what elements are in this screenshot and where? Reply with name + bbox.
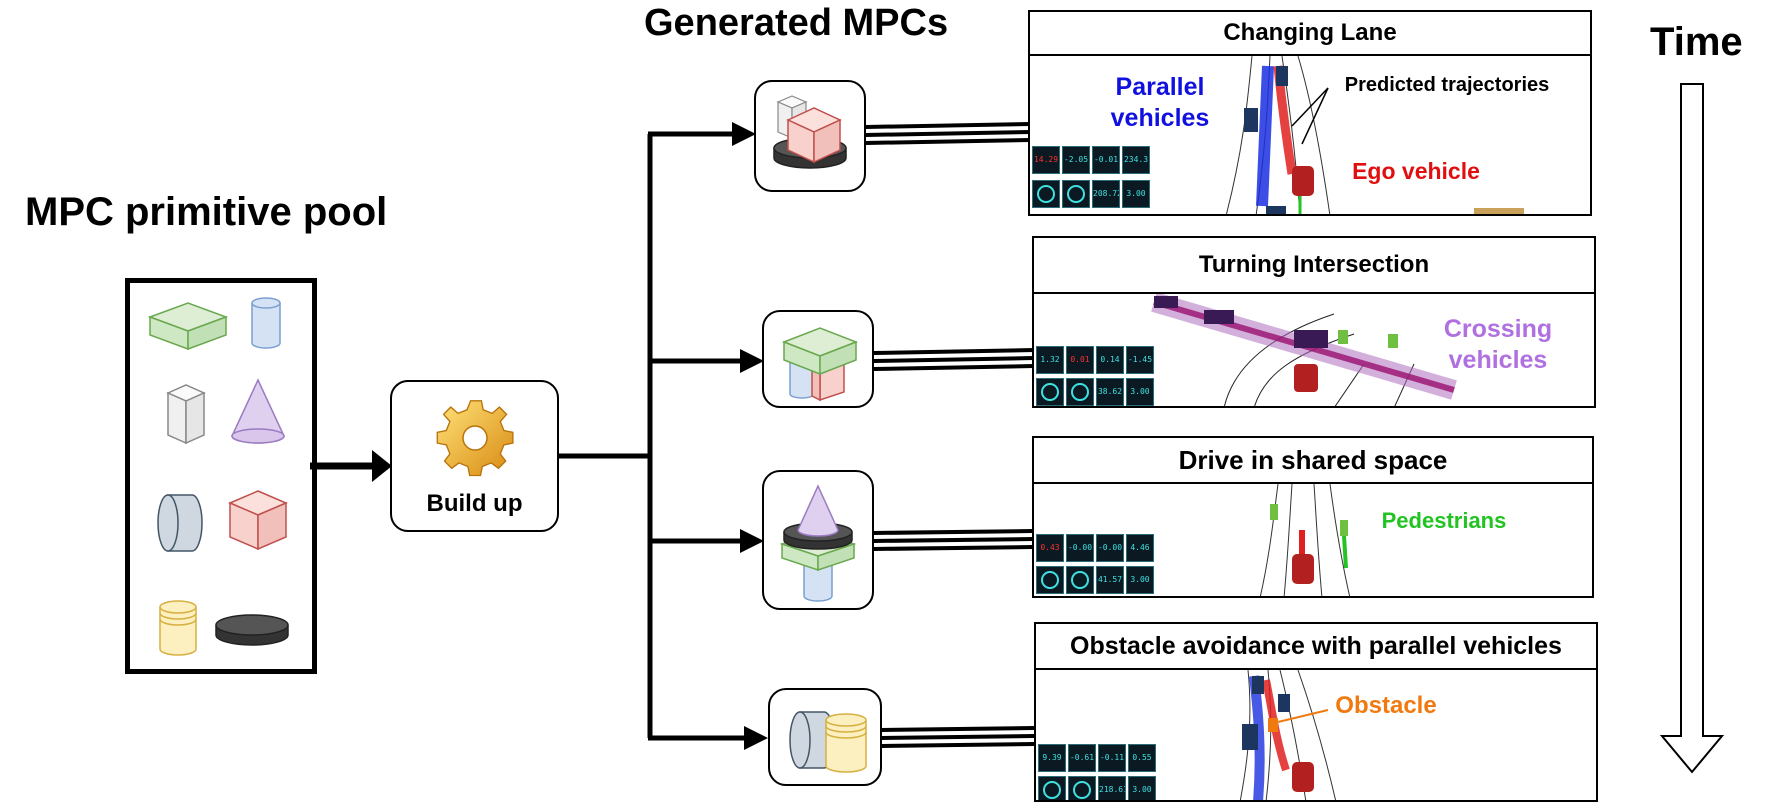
generated-mpcs-title: Generated MPCs <box>644 2 949 44</box>
tile-value: -0.61 <box>1068 744 1096 772</box>
green-box-primitive <box>147 302 229 351</box>
time-arrow <box>1659 83 1725 774</box>
tile-value: 3.00 <box>1126 378 1154 406</box>
generated-mpc-1 <box>754 80 866 192</box>
tile-value: 41.57 <box>1096 566 1124 594</box>
tile-value: 4.46 <box>1126 534 1154 562</box>
tile-value: 38.62 <box>1096 378 1124 406</box>
gear-icon <box>436 400 514 477</box>
generated-mpc-3 <box>762 470 874 610</box>
obstacle-label: Obstacle <box>1335 692 1437 719</box>
tile-value: -0.00 <box>1066 534 1094 562</box>
gauge-tile <box>1036 378 1064 406</box>
gauge-tile <box>1032 180 1060 208</box>
tile-value: -0.00 <box>1096 534 1124 562</box>
primitive-shapes <box>147 297 289 656</box>
tile-value: 234.3 <box>1122 146 1150 174</box>
grey-cylinder-primitive <box>157 494 203 552</box>
scenario-panel-changing-lane: Changing Lane Parallel vehicles Predicte… <box>1028 10 1592 216</box>
blue-cylinder-primitive <box>251 297 281 349</box>
pool-title: MPC primitive pool <box>25 190 388 234</box>
mpc-3-composite-icon <box>779 484 857 602</box>
gauge-tile <box>1066 378 1094 406</box>
obstacle-avoidance-scene <box>1239 670 1337 800</box>
scenario-panel-turning-intersection: Turning Intersection Crossing vehicles 1… <box>1032 236 1596 408</box>
gauge-tile <box>1066 566 1094 594</box>
tile-value: 218.61 <box>1098 776 1126 800</box>
tile-value: 1.32 <box>1036 346 1064 374</box>
time-label: Time <box>1650 20 1743 64</box>
generated-mpc-2 <box>762 310 874 408</box>
changing-lane-scene <box>1225 56 1524 214</box>
turning-intersection-scene <box>1151 294 1457 406</box>
predicted-trajectories-label: Predicted trajectories <box>1344 74 1550 96</box>
crossing-vehicles-label: Crossing vehicles <box>1443 315 1553 374</box>
panel-title: Turning Intersection <box>1034 238 1594 294</box>
tile-value: -0.11 <box>1098 744 1126 772</box>
primitive-pool-box <box>125 278 317 674</box>
panel-title: Obstacle avoidance with parallel vehicle… <box>1036 624 1596 670</box>
shared-space-scene <box>1259 484 1351 596</box>
tile-value: 3.00 <box>1126 566 1154 594</box>
tile-value: 0.55 <box>1128 744 1156 772</box>
ego-vehicle-label: Ego vehicle <box>1352 158 1480 184</box>
tile-value: 9.39 <box>1038 744 1066 772</box>
pedestrians-label: Pedestrians <box>1381 508 1507 533</box>
mpc-1-composite-icon <box>773 95 847 169</box>
white-cube-primitive <box>166 384 206 445</box>
build-up-block: Build up <box>390 380 559 532</box>
tile-value: 0.14 <box>1096 346 1124 374</box>
dark-disk-primitive <box>215 614 289 646</box>
gauge-tile <box>1036 566 1064 594</box>
tile-value: 3.00 <box>1122 180 1150 208</box>
scenario-panel-shared-space: Drive in shared space Pedestrians 0.43 -… <box>1032 436 1594 598</box>
parallel-vehicles-label: Parallel vehicles <box>1110 73 1210 132</box>
scenario-panel-obstacle-avoidance: Obstacle avoidance with parallel vehicle… <box>1034 622 1598 802</box>
tile-value: 208.72 <box>1092 180 1120 208</box>
purple-cone-primitive <box>231 378 285 444</box>
yellow-cylinder-primitive <box>159 600 197 656</box>
panel-title: Drive in shared space <box>1034 438 1592 484</box>
build-up-label: Build up <box>426 490 523 517</box>
red-cube-primitive <box>228 490 288 551</box>
tile-value: -1.45 <box>1126 346 1154 374</box>
tile-value: 0.43 <box>1036 534 1064 562</box>
tile-value: 3.00 <box>1128 776 1156 800</box>
mpc-2-composite-icon <box>781 327 859 402</box>
gauge-tile <box>1068 776 1096 800</box>
panel-title: Changing Lane <box>1030 12 1590 56</box>
tile-value: -0.01 <box>1092 146 1120 174</box>
tile-value: 14.29 <box>1032 146 1060 174</box>
tile-value: -2.05 <box>1062 146 1090 174</box>
mpc-4-composite-icon <box>789 711 867 773</box>
gauge-tile <box>1062 180 1090 208</box>
gauge-tile <box>1038 776 1066 800</box>
generated-mpc-4 <box>768 688 882 786</box>
tile-value: 0.01 <box>1066 346 1094 374</box>
